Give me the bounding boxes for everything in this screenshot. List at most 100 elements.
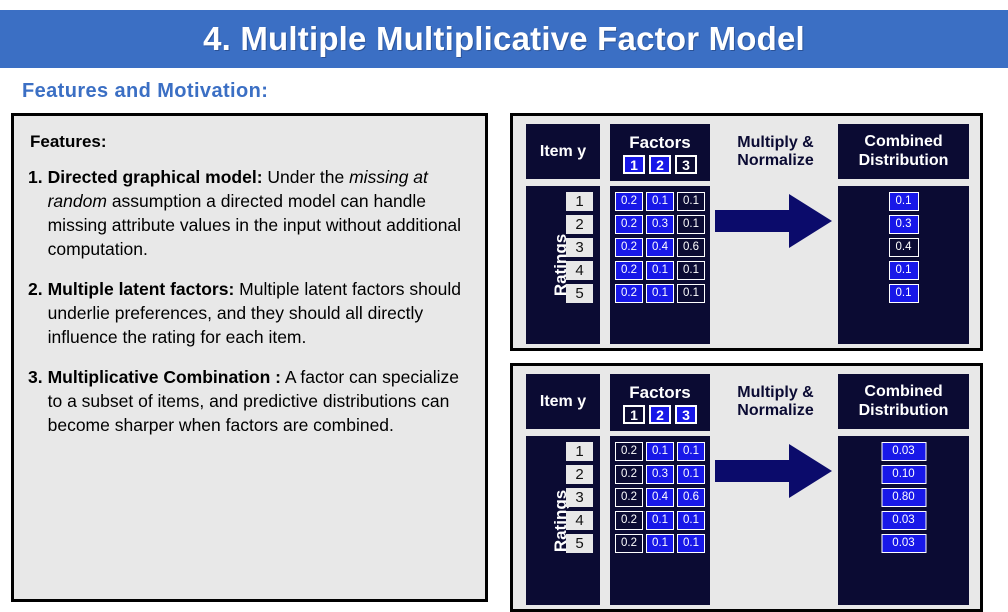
factor-probability-cell: 0.1 — [677, 511, 705, 530]
factor-probability-cell: 0.2 — [615, 442, 643, 461]
factor-probability-cell: 0.2 — [615, 261, 643, 280]
combined-probability-cell: 0.80 — [881, 488, 926, 507]
factor-probability-cell: 0.2 — [615, 215, 643, 234]
header-multiply-normalize: Multiply &Normalize — [718, 374, 833, 429]
feature-number: 1. — [28, 167, 43, 187]
feature-text: Directed graphical model: Under the miss… — [47, 167, 462, 259]
factor-probability-cell: 0.1 — [646, 261, 674, 280]
combined-line-2: Distribution — [858, 151, 949, 169]
feature-lead: Directed graphical model: — [47, 167, 263, 187]
factor-toggle-1[interactable]: 1 — [623, 155, 645, 174]
feature-lead: Multiple latent factors: — [47, 278, 235, 299]
rating-value: 5 — [566, 534, 593, 553]
factor-probability-cell: 0.6 — [677, 238, 705, 257]
multiply-line-1: Multiply & — [737, 133, 814, 151]
combined-distribution-column: 0.03 0.10 0.80 0.03 0.03 — [838, 436, 969, 605]
multiply-line-2: Normalize — [737, 401, 814, 419]
multiply-line-1: Multiply & — [737, 383, 814, 401]
feature-emphasis: missing at random — [47, 167, 428, 211]
combined-probability-cell: 0.10 — [881, 465, 926, 484]
factor-probability-cell: 0.1 — [677, 192, 705, 211]
combined-probability-cell: 0.03 — [881, 511, 926, 530]
factor-probability-cell: 0.1 — [677, 261, 705, 280]
factor-probability-cell: 0.1 — [677, 465, 705, 484]
multiply-line-2: Normalize — [737, 151, 814, 169]
factor-probability-cell: 0.1 — [677, 215, 705, 234]
rating-value: 2 — [566, 465, 593, 484]
rating-value: 4 — [566, 261, 593, 280]
rating-value: 5 — [566, 284, 593, 303]
page-title: 4. Multiple Multiplicative Factor Model — [203, 20, 805, 57]
combined-probability-cell: 0.03 — [881, 534, 926, 553]
slide-title-bar: 4. Multiple Multiplicative Factor Model — [0, 10, 1008, 68]
factor-toggle-1[interactable]: 1 — [623, 405, 645, 424]
rating-value: 4 — [566, 511, 593, 530]
factor-probability-cell: 0.1 — [677, 442, 705, 461]
factor-probability-cell: 0.1 — [646, 192, 674, 211]
factor-probability-cell: 0.2 — [615, 465, 643, 484]
factor-probability-cell: 0.3 — [646, 215, 674, 234]
factor-toggle-3[interactable]: 3 — [675, 155, 697, 174]
combined-line-1: Combined — [864, 383, 943, 401]
factor-probability-cell: 0.2 — [615, 511, 643, 530]
factors-label: Factors — [629, 383, 691, 402]
rating-value: 3 — [566, 238, 593, 257]
factor-probability-cell: 0.1 — [646, 534, 674, 553]
factor-probability-cell: 0.1 — [646, 284, 674, 303]
rating-value: 2 — [566, 215, 593, 234]
feature-bullet: 1.Directed graphical model: Under the mi… — [28, 166, 473, 262]
combined-probability-cell: 0.1 — [888, 261, 919, 280]
feature-number: 2. — [28, 278, 43, 299]
rating-value: 1 — [566, 442, 593, 461]
factor-probability-cell: 0.1 — [677, 534, 705, 553]
combined-probability-cell: 0.4 — [888, 238, 919, 257]
ratings-value-list: 1 2 3 4 5 — [566, 192, 593, 303]
factor-probability-cell: 0.2 — [615, 238, 643, 257]
factor-probability-cell: 0.2 — [615, 534, 643, 553]
feature-bullet: 3.Multiplicative Combination : A factor … — [28, 366, 473, 438]
section-subtitle: Features and Motivation: — [22, 80, 269, 102]
features-list: 1.Directed graphical model: Under the mi… — [28, 166, 473, 438]
factor-probability-cell: 0.4 — [646, 238, 674, 257]
flow-arrow-icon — [715, 192, 833, 250]
rating-value: 3 — [566, 488, 593, 507]
rating-value: 1 — [566, 192, 593, 211]
factor-probability-cell: 0.2 — [615, 284, 643, 303]
factor-probability-cell: 0.2 — [615, 192, 643, 211]
combined-probability-cell: 0.03 — [881, 442, 926, 461]
feature-text: Multiple latent factors: Multiple latent… — [47, 278, 461, 347]
factor-probability-cell: 0.6 — [677, 488, 705, 507]
combined-line-2: Distribution — [858, 401, 949, 419]
factor-probability-cell: 0.3 — [646, 465, 674, 484]
factor-probability-cell: 0.1 — [646, 442, 674, 461]
factor-toggle-3[interactable]: 3 — [675, 405, 697, 424]
factor-probability-cell: 0.4 — [646, 488, 674, 507]
factor-toggle-2[interactable]: 2 — [649, 155, 671, 174]
header-multiply-normalize: Multiply &Normalize — [718, 124, 833, 179]
feature-bullet: 2.Multiple latent factors: Multiple late… — [28, 278, 473, 350]
factor-toggle-2[interactable]: 2 — [649, 405, 671, 424]
